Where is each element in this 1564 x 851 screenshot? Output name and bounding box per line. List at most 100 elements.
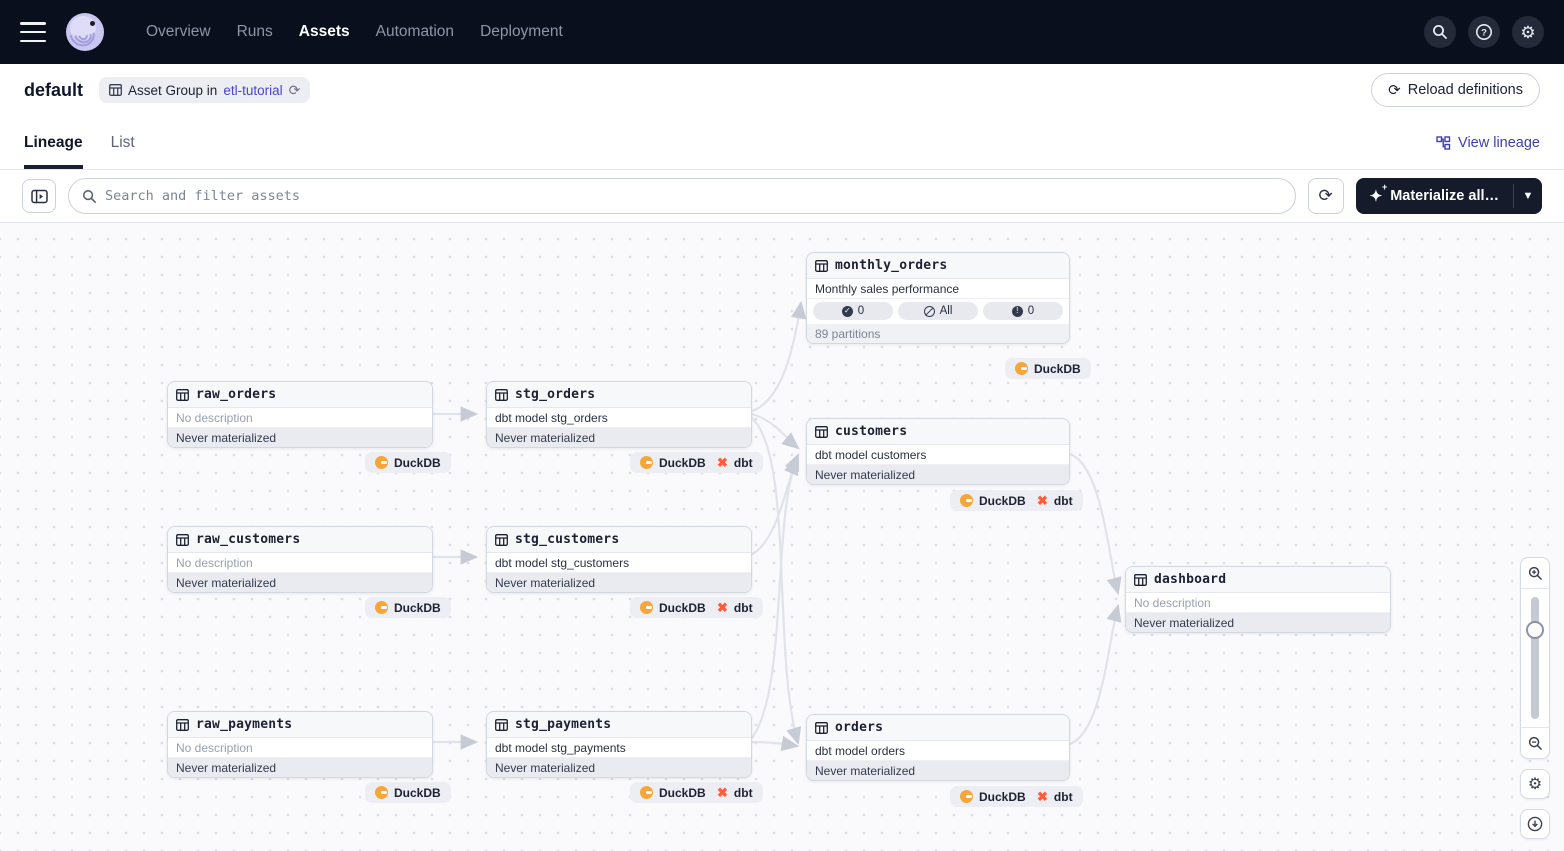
asset-node-stg-customers[interactable]: stg_customers dbt model stg_customers Ne… [486,526,752,593]
page-title: default [24,79,84,100]
download-icon [1527,816,1543,832]
settings-gear-icon[interactable]: ⚙ [1512,16,1544,48]
view-lineage-label: View lineage [1458,134,1540,151]
zoom-slider-handle[interactable] [1526,621,1544,639]
duckdb-icon [1015,362,1028,375]
asset-node-raw-orders[interactable]: raw_orders No description Never material… [167,381,433,448]
duckdb-icon [960,790,973,803]
partitions-missing-pill[interactable]: All [898,302,978,320]
materialization-status: Never materialized [168,758,432,777]
tab-lineage[interactable]: Lineage [24,116,83,169]
kind-badge-duckdb[interactable]: DuckDB [1005,358,1091,379]
kind-badge-duckdb[interactable]: DuckDB [365,452,451,473]
download-graph-button[interactable] [1520,809,1550,839]
kind-badge-dbt[interactable]: ✖dbt [707,597,763,618]
materialization-status: Never materialized [168,573,432,592]
asset-node-orders[interactable]: orders dbt model orders Never materializ… [806,714,1070,781]
table-icon [495,533,508,546]
asset-description: No description [168,738,432,758]
asset-node-stg-orders[interactable]: stg_orders dbt model stg_orders Never ma… [486,381,752,448]
table-icon [176,388,189,401]
lineage-toolbar: ⟳ ✦ Materialize all… ▼ [0,170,1564,223]
kind-badge-dbt[interactable]: ✖dbt [707,452,763,473]
asset-node-customers[interactable]: customers dbt model customers Never mate… [806,418,1070,485]
asset-description: No description [168,408,432,428]
search-icon[interactable] [1424,16,1456,48]
nav-item-overview[interactable]: Overview [146,23,211,40]
asset-description: dbt model customers [807,445,1069,465]
code-location-link[interactable]: etl-tutorial [223,82,283,98]
table-icon [176,533,189,546]
tab-list[interactable]: List [110,133,135,151]
kind-badge-dbt[interactable]: ✖dbt [1027,786,1083,807]
materialization-status: Never materialized [487,573,751,592]
zoom-in-button[interactable] [1520,558,1550,588]
duckdb-icon [375,601,388,614]
asset-description: dbt model stg_payments [487,738,751,758]
partitions-success-pill[interactable]: ✓0 [813,302,893,320]
materialize-dropdown-caret[interactable]: ▼ [1522,190,1534,202]
reload-definitions-button[interactable]: ⟳ Reload definitions [1371,73,1540,107]
duckdb-icon [640,456,653,469]
asset-name: customers [835,424,908,439]
nav-item-deployment[interactable]: Deployment [480,23,563,40]
hamburger-menu-icon[interactable] [20,22,46,42]
asset-node-stg-payments[interactable]: stg_payments dbt model stg_payments Neve… [486,711,752,778]
kind-badge-duckdb[interactable]: DuckDB [950,786,1036,807]
partitions-failed-pill[interactable]: !0 [983,302,1063,320]
reload-location-icon[interactable]: ⟳ [288,81,301,98]
duckdb-icon [640,786,653,799]
kind-badge-duckdb[interactable]: DuckDB [365,597,451,618]
lineage-icon [1436,135,1451,150]
asset-node-raw-customers[interactable]: raw_customers No description Never mater… [167,526,433,593]
panel-expand-icon [30,189,48,203]
kind-badge-duckdb[interactable]: DuckDB [950,490,1036,511]
nav-item-automation[interactable]: Automation [375,23,455,40]
zoom-out-button[interactable] [1520,728,1550,758]
sidebar-toggle-button[interactable] [22,179,56,213]
asset-description: dbt model orders [807,741,1069,761]
zoom-controls [1520,557,1550,759]
asset-node-raw-payments[interactable]: raw_payments No description Never materi… [167,711,433,778]
view-lineage-link[interactable]: View lineage [1436,135,1540,151]
asset-node-monthly-orders[interactable]: monthly_orders Monthly sales performance… [806,252,1070,344]
help-icon[interactable]: ? [1468,16,1500,48]
nav-item-runs[interactable]: Runs [236,23,273,40]
graph-settings-button[interactable]: ⚙ [1520,769,1550,799]
zoom-slider[interactable] [1520,589,1550,727]
dagster-logo[interactable] [66,13,104,51]
lineage-canvas[interactable]: monthly_orders Monthly sales performance… [0,223,1564,851]
alert-circle-icon: ! [1011,305,1023,317]
partition-count: 89 partitions [807,324,1069,343]
asset-name: raw_payments [196,717,293,732]
materialization-status: Never materialized [807,761,1069,780]
materialize-all-label: Materialize all… [1390,188,1499,204]
table-icon [815,425,828,438]
materialize-all-main[interactable]: ✦ Materialize all… [1356,178,1513,214]
asset-node-dashboard[interactable]: dashboard No description Never materiali… [1125,566,1391,633]
kind-badge-duckdb[interactable]: DuckDB [630,782,716,803]
check-circle-icon: ✓ [841,305,853,317]
nav-item-assets[interactable]: Assets [298,23,350,40]
kind-badge-duckdb[interactable]: DuckDB [630,597,716,618]
table-icon [815,721,828,734]
reload-definitions-label: Reload definitions [1407,82,1523,98]
asset-description: No description [168,553,432,573]
zoom-slider-track[interactable] [1531,597,1539,719]
asset-description: Monthly sales performance [807,279,1069,299]
kind-badge-duckdb[interactable]: DuckDB [630,452,716,473]
dbt-icon: ✖ [717,600,728,615]
asset-search-bar [68,178,1296,214]
materialization-status: Never materialized [487,758,751,777]
asset-name: dashboard [1154,572,1227,587]
search-input[interactable] [105,188,1282,204]
table-icon [1134,573,1147,586]
top-nav: Overview Runs Assets Automation Deployme… [0,0,1564,64]
kind-badge-dbt[interactable]: ✖dbt [707,782,763,803]
page-header: default Asset Group in etl-tutorial ⟳ ⟳ … [0,64,1564,116]
kind-badge-dbt[interactable]: ✖dbt [1027,490,1083,511]
kind-badge-duckdb[interactable]: DuckDB [365,782,451,803]
refresh-graph-button[interactable]: ⟳ [1307,178,1344,214]
nav-right-icons: ? ⚙ [1424,16,1544,48]
duckdb-icon [960,494,973,507]
